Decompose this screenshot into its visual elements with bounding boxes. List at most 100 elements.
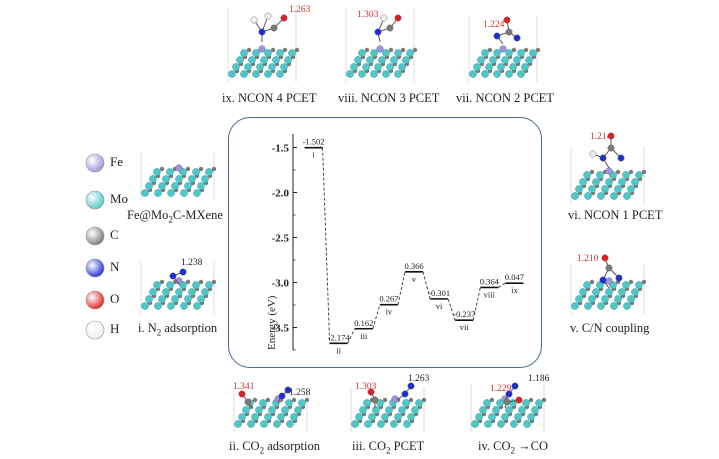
c-atom [185, 279, 191, 285]
mo-atom [614, 295, 622, 303]
o-adsorbate-atom [607, 132, 615, 140]
step-label-ix: ix [511, 285, 518, 295]
mo-atom [394, 49, 402, 57]
c-atom [641, 169, 647, 175]
mo-atom [288, 49, 296, 57]
mo-atom [236, 56, 244, 64]
mo-atom [489, 56, 497, 64]
slab-ix [227, 8, 300, 82]
c-atom [535, 47, 541, 53]
mo-atom [175, 288, 183, 296]
mo-atom [622, 281, 630, 289]
n-adsorbate-atom [493, 32, 501, 40]
mo-atom [166, 281, 174, 289]
c-atom [265, 397, 271, 403]
mo-atom [252, 49, 260, 57]
mo-atom [605, 178, 613, 186]
c-atom [628, 279, 634, 285]
bond-label-i: 1.238 [181, 258, 203, 268]
c-adsorbate-atom [505, 28, 513, 36]
mo-atom [252, 70, 260, 78]
bond-label-ii-black: 1.258 [289, 388, 311, 398]
fe-atom [605, 277, 613, 285]
energy-value-label-viii: 0.364 [480, 276, 500, 286]
mo-atom [184, 182, 192, 190]
n-adsorbate-atom [284, 386, 292, 394]
mo-atom [238, 413, 246, 421]
mo-atom [394, 70, 402, 78]
mo-atom [505, 406, 513, 414]
mo-atom [579, 178, 587, 186]
mo-atom [406, 49, 414, 57]
mo-atom [622, 171, 630, 179]
mo-atom [242, 406, 250, 414]
mo-atom [492, 406, 500, 414]
c-adsorbate-atom [386, 24, 394, 32]
mo-atom [509, 63, 517, 71]
mo-atom [627, 185, 635, 193]
mo-atom [234, 420, 242, 428]
mo-atom [228, 70, 236, 78]
mo-atom [407, 413, 415, 421]
n-adsorbate-atom [407, 382, 415, 390]
energy-value-label-i: -1.502 [303, 137, 325, 147]
o-adsorbate-atom [601, 254, 609, 262]
mo-atom [264, 49, 272, 57]
c-atom [198, 166, 204, 172]
c-atom [159, 166, 165, 172]
mo-atom [501, 56, 509, 64]
mo-atom [579, 288, 587, 296]
mo-atom [390, 420, 398, 428]
bond-label-iii-black: 1.263 [408, 374, 430, 384]
mo-atom [260, 56, 268, 64]
c-atom [641, 279, 647, 285]
bond-label-ii-red: 1.341 [233, 382, 255, 392]
mo-atom [588, 185, 596, 193]
mo-atom [514, 413, 522, 421]
c-adsorbate-atom [607, 144, 615, 152]
mo-atom [248, 56, 256, 64]
bond-label-iv-black: 1.186 [528, 374, 550, 384]
mo-atom [592, 178, 600, 186]
mo-atom [192, 281, 200, 289]
energy-value-label-iv: 0.267 [379, 294, 398, 304]
mo-atom [605, 288, 613, 296]
legend-label-mo: Mo [110, 191, 129, 206]
mo-atom [394, 413, 402, 421]
fe-atom [376, 45, 384, 53]
c-atom [528, 397, 534, 403]
legend-atom-mo-icon [85, 190, 105, 210]
c-atom [388, 47, 394, 53]
mo-atom [281, 406, 289, 414]
n-adsorbate-atom [374, 28, 382, 36]
structure-iv-image [470, 382, 547, 432]
mo-atom [473, 63, 481, 71]
mo-atom [359, 406, 367, 414]
mo-atom [358, 49, 366, 57]
c-atom [408, 397, 414, 403]
structure-mxene-image [140, 151, 217, 201]
mo-atom [240, 70, 248, 78]
c-atom [364, 47, 370, 53]
energy-profile-chart: -1.5-2.0-2.5-3.0-3.5 -1.502i-2.174ii0.16… [266, 134, 524, 355]
mo-atom [483, 399, 491, 407]
legend-label-n: N [110, 259, 120, 274]
structure-iii-image [350, 382, 427, 432]
n-adsorbate-atom [615, 274, 623, 282]
step-connector-iv-v [397, 271, 406, 305]
caption-v: v. C/N coupling [570, 321, 650, 335]
mo-atom [273, 420, 281, 428]
mo-atom [378, 56, 386, 64]
mo-atom [631, 288, 639, 296]
mo-atom [188, 175, 196, 183]
bond-label-v: 1.210 [577, 254, 599, 264]
bond-label-ix: 1.263 [289, 5, 311, 15]
mo-atom [497, 420, 505, 428]
fe-atom [499, 45, 507, 53]
n-adsorbate-atom [179, 268, 187, 276]
c-adsorbate-atom [244, 398, 252, 406]
mo-atom [350, 63, 358, 71]
step-label-i: i [312, 150, 315, 160]
energy-value-label-ii: -2.174 [328, 332, 351, 342]
